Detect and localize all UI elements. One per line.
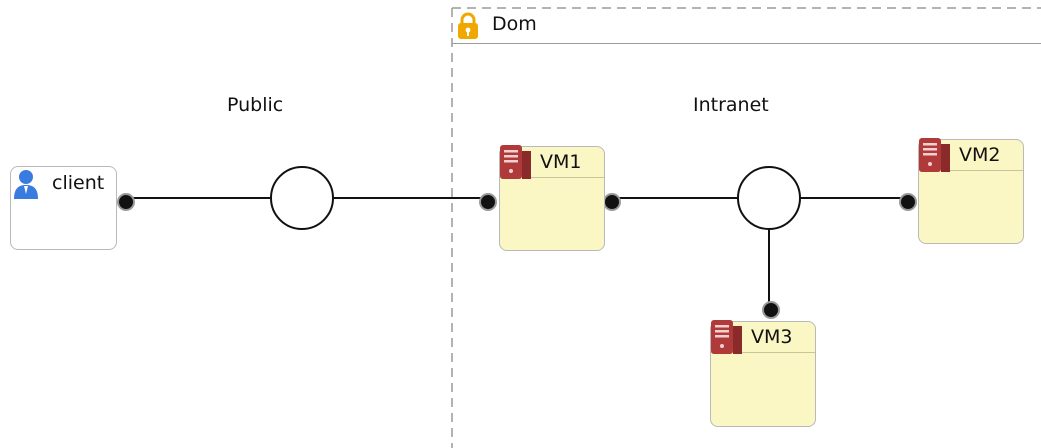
- server-icon: [919, 138, 950, 172]
- network-label-intranet: Intranet: [693, 94, 769, 116]
- node-label-vm3: VM3: [751, 326, 793, 348]
- port-client[interactable]: [117, 193, 135, 211]
- node-label-client: client: [52, 172, 105, 194]
- port-vm2[interactable]: [899, 193, 917, 211]
- port-vm3[interactable]: [762, 301, 780, 319]
- server-icon: [500, 145, 531, 179]
- network-public-circle[interactable]: [270, 166, 334, 230]
- server-icon: [711, 320, 742, 354]
- node-vm1[interactable]: VM1: [499, 145, 605, 251]
- port-vm1-right[interactable]: [603, 193, 621, 211]
- node-vm3[interactable]: VM3: [710, 320, 816, 427]
- domain-header[interactable]: Dom: [452, 8, 1041, 44]
- node-header: [711, 322, 815, 353]
- node-vm2[interactable]: VM2: [918, 138, 1024, 244]
- node-header: [919, 140, 1023, 171]
- network-intranet-circle[interactable]: [737, 166, 801, 230]
- node-header: [500, 147, 604, 178]
- network-label-public: Public: [227, 94, 284, 116]
- ports: [117, 193, 917, 319]
- port-vm1-left[interactable]: [479, 193, 497, 211]
- node-label-vm1: VM1: [540, 151, 582, 173]
- domain-title: Dom: [492, 13, 537, 35]
- node-client[interactable]: client: [10, 166, 117, 250]
- node-label-vm2: VM2: [959, 144, 1001, 166]
- user-icon: [14, 170, 38, 199]
- lock-icon: [458, 12, 478, 39]
